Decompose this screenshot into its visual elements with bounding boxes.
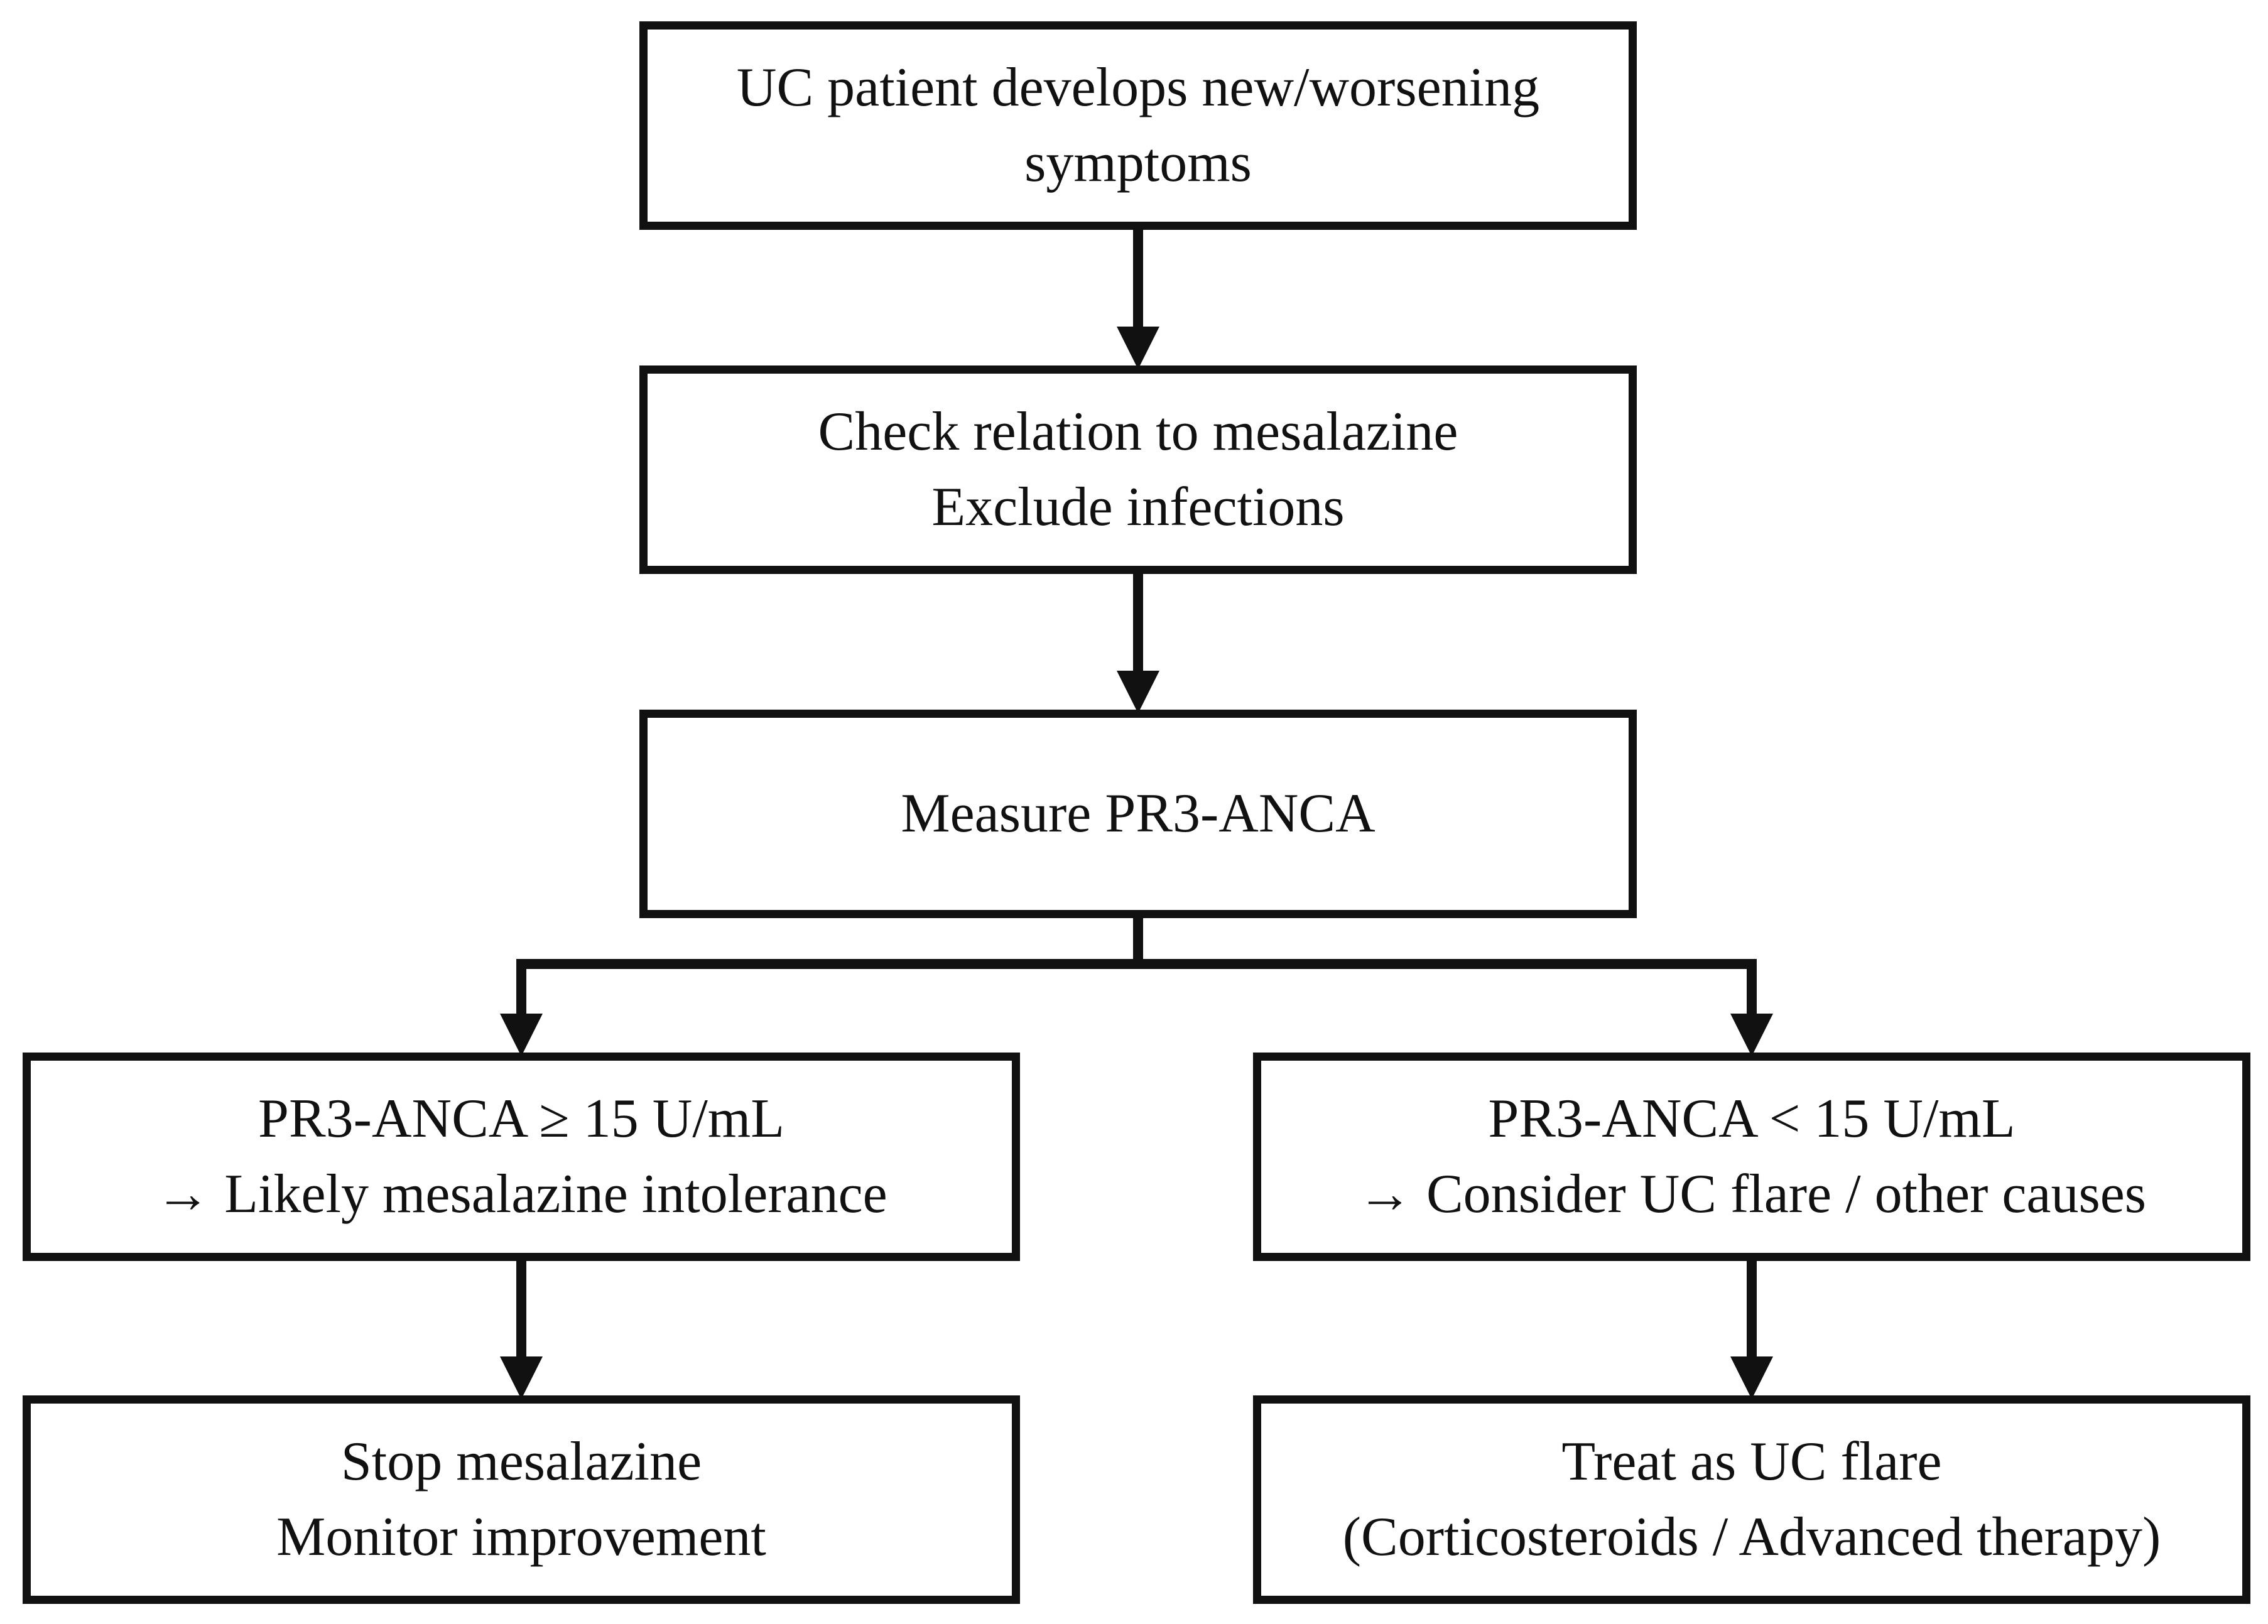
- arrowhead-to-high: [500, 1014, 543, 1056]
- high-anca-line-1: PR3-ANCA ≥ 15 U/mL: [258, 1088, 784, 1149]
- high-anca-line-2: → Likely mesalazine intolerance: [155, 1164, 887, 1225]
- arrowhead-to-measure: [1117, 671, 1159, 713]
- treat-flare-box: Treat as UC flare (Corticosteroids / Adv…: [1253, 1395, 2250, 1604]
- start-box: UC patient develops new/worsening sympto…: [639, 21, 1637, 230]
- arrowhead-to-low: [1730, 1014, 1773, 1056]
- low-anca-line-1: PR3-ANCA < 15 U/mL: [1488, 1088, 2016, 1149]
- start-line-1: UC patient develops new/worsening: [736, 57, 1540, 118]
- treat-line-1: Treat as UC flare: [1561, 1431, 1942, 1492]
- check-line-2: Exclude infections: [931, 477, 1345, 538]
- check-box: Check relation to mesalazine Exclude inf…: [639, 365, 1637, 574]
- arrowhead-to-check: [1117, 327, 1159, 369]
- high-anca-box: PR3-ANCA ≥ 15 U/mL → Likely mesalazine i…: [23, 1053, 1020, 1261]
- arrowhead-to-treat: [1730, 1356, 1773, 1399]
- check-line-1: Check relation to mesalazine: [818, 401, 1458, 462]
- start-line-2: symptoms: [1024, 133, 1252, 193]
- stop-line-2: Monitor improvement: [276, 1507, 766, 1567]
- stop-line-1: Stop mesalazine: [340, 1431, 702, 1492]
- low-anca-box: PR3-ANCA < 15 U/mL → Consider UC flare /…: [1253, 1053, 2250, 1261]
- arrowhead-to-stop: [500, 1356, 543, 1399]
- measure-line-1: Measure PR3-ANCA: [901, 783, 1375, 844]
- low-anca-line-2: → Consider UC flare / other causes: [1357, 1164, 2147, 1225]
- stop-mesalazine-box: Stop mesalazine Monitor improvement: [23, 1395, 1020, 1604]
- treat-line-2: (Corticosteroids / Advanced therapy): [1342, 1507, 2161, 1567]
- measure-box: Measure PR3-ANCA: [639, 710, 1637, 918]
